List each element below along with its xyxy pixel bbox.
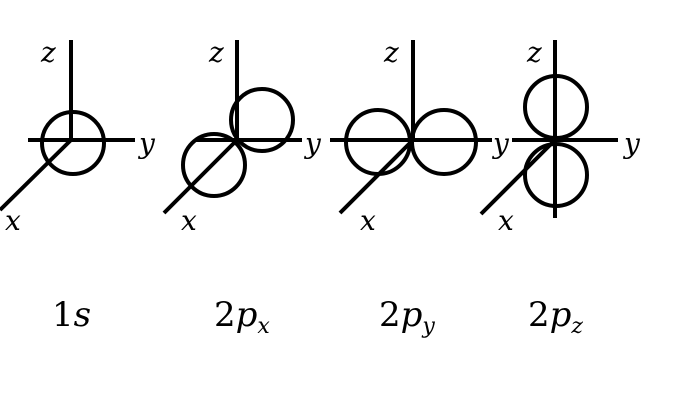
orbital-2px: z y x [162,36,322,237]
x-axis-label: x [5,204,21,237]
y-axis-label: y [303,127,322,160]
orbital-label-1s: 1s [52,295,91,335]
orbital-1s: z y x [0,36,156,237]
orbital-label-2px: 2px [214,295,270,339]
x-axis-label: x [498,204,514,237]
orbital-label-2py: 2py [379,295,435,339]
p-lobe-positive [229,87,295,153]
z-axis-label: z [526,36,542,69]
y-axis-label: y [491,127,510,160]
x-axis [338,138,415,215]
x-axis [479,138,557,216]
p-lobe-negative [181,132,247,198]
z-axis-label: z [208,36,224,69]
z-axis-label: z [383,36,399,69]
s-lobe [40,110,106,176]
x-axis-label: x [181,204,197,237]
y-axis-label: y [137,127,156,160]
p-lobe-negative [523,142,589,208]
orbital-2pz: z y x [479,36,641,237]
orbital-2py: z y x [330,36,510,237]
p-lobe-positive [523,74,589,140]
x-axis-label: x [360,204,376,237]
x-axis [162,138,239,215]
y-axis-label: y [622,127,641,160]
orbital-label-2pz: 2pz [528,295,583,339]
z-axis-label: z [40,36,56,69]
x-axis [0,138,73,212]
p-lobe-positive [410,108,478,176]
